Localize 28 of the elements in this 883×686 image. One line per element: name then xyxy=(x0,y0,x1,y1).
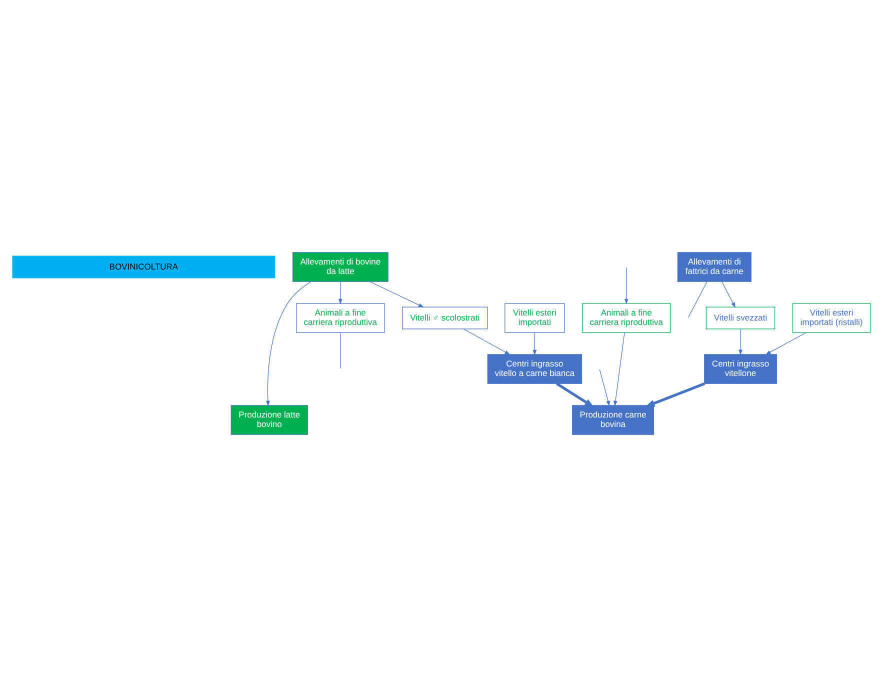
node-box: Centri ingrasso vitellone xyxy=(704,354,777,384)
node-box: Vitelli svezzati xyxy=(706,306,776,329)
arrow xyxy=(765,332,806,354)
node-box: Vitelli esteri importati (ristalli) xyxy=(792,302,871,332)
arrow xyxy=(614,332,625,406)
node-box: Vitelli ♂ scolostrati xyxy=(402,306,488,329)
arrow xyxy=(624,266,628,304)
connector xyxy=(340,332,341,368)
node-box: Centri ingrasso vitello a carne bianca xyxy=(487,354,582,384)
node-box: Produzione latte bovino xyxy=(230,404,308,434)
node-box: Animali a fine carriera riproduttiva xyxy=(582,302,671,332)
arrow xyxy=(738,328,742,355)
node-box: Allevamenti di fattrici da carne xyxy=(677,252,752,282)
arrow xyxy=(266,280,311,406)
arrow xyxy=(556,382,594,407)
arrow xyxy=(369,280,424,307)
node-box: BOVINICOLTURA xyxy=(12,255,276,278)
arrow xyxy=(645,382,706,406)
node-box: Produzione carne bovina xyxy=(572,404,654,434)
node-box: Vitelli esteri importati xyxy=(504,302,565,332)
arrow xyxy=(338,280,342,304)
node-box: Animali a fine carriera riproduttiva xyxy=(296,302,385,332)
arrow xyxy=(722,280,736,308)
connector xyxy=(688,280,708,318)
arrow xyxy=(463,328,510,354)
arrow xyxy=(599,368,610,406)
node-box: Allevamenti di bovine da latte xyxy=(292,252,388,282)
arrow xyxy=(532,332,537,355)
